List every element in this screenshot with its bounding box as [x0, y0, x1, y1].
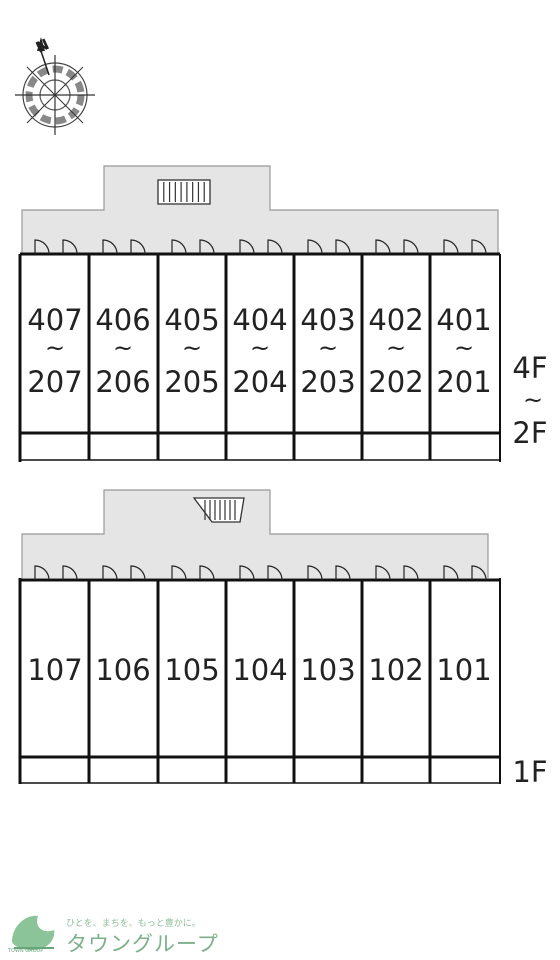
brand-name: タウングループ [66, 932, 219, 956]
unit-number-upper: 401 [436, 303, 491, 337]
unit-number-upper: 407 [27, 303, 82, 337]
door-swing-icon [267, 565, 283, 581]
door-swing-icon [375, 239, 391, 255]
brand-logo-icon [12, 915, 55, 951]
door-swing-icon [102, 565, 118, 581]
floor-label-4f: 4F [512, 351, 547, 385]
first-floor-block: 107 106 105 104 103 102 101 1F [18, 489, 548, 789]
door-swing-icon [62, 239, 78, 255]
compass-north-label: N [33, 35, 52, 57]
floor-label-2f: 2F [512, 416, 547, 450]
door-swing-icon [403, 239, 419, 255]
compass-rose-icon [15, 37, 95, 135]
unit-number-upper: 403 [300, 303, 355, 337]
unit-range-separator: ~ [182, 334, 202, 362]
door-swing-icon [34, 239, 50, 255]
unit-number: 107 [27, 653, 82, 687]
door-swing-icon [62, 565, 78, 581]
door-swing-icon [471, 565, 487, 581]
unit-number: 103 [300, 653, 355, 687]
door-swing-icon [130, 239, 146, 255]
unit-range-separator: ~ [318, 334, 338, 362]
door-swing-icon [267, 239, 283, 255]
door-swing-icon [335, 565, 351, 581]
unit-number: 101 [436, 653, 491, 687]
door-swing-icon [199, 565, 215, 581]
unit-number: 105 [164, 653, 219, 687]
brand-tagline: ひとを、まちを、もっと豊かに。 [66, 919, 201, 929]
unit-range-separator: ~ [113, 334, 133, 362]
door-swing-icon [375, 565, 391, 581]
door-swing-icon [443, 565, 459, 581]
door-swing-icon [34, 565, 50, 581]
unit-range-separator: ~ [250, 334, 270, 362]
door-swing-icon [403, 565, 419, 581]
stairs-icon [157, 179, 211, 205]
door-swing-icon [199, 239, 215, 255]
unit-number-upper: 406 [95, 303, 150, 337]
unit-number-upper: 402 [368, 303, 423, 337]
door-swing-icon [471, 239, 487, 255]
unit-number-upper: 405 [164, 303, 219, 337]
door-swing-icon [307, 239, 323, 255]
unit-number: 104 [232, 653, 287, 687]
floor-range-separator: ~ [523, 386, 543, 414]
door-swing-icon [239, 565, 255, 581]
unit-number-lower: 205 [164, 365, 219, 399]
stairs-icon [192, 497, 245, 523]
unit-number-lower: 202 [368, 365, 423, 399]
door-swing-icon [171, 239, 187, 255]
unit-number-lower: 207 [27, 365, 82, 399]
unit-number: 102 [368, 653, 423, 687]
unit-number: 106 [95, 653, 150, 687]
unit-number-lower: 206 [95, 365, 150, 399]
door-swing-icon [443, 239, 459, 255]
unit-range-separator: ~ [454, 334, 474, 362]
unit-range-separator: ~ [386, 334, 406, 362]
unit-number-lower: 203 [300, 365, 355, 399]
door-swing-icon [171, 565, 187, 581]
unit-number-lower: 201 [436, 365, 491, 399]
unit-number-lower: 204 [232, 365, 287, 399]
door-swing-icon [102, 239, 118, 255]
unit-range-separator: ~ [45, 334, 65, 362]
brand-small-label: TOWN GROUP [8, 948, 44, 954]
upper-floors-block: 407~207406~206405~205404~204403~203402~2… [18, 165, 548, 462]
door-swing-icon [307, 565, 323, 581]
door-swing-icon [130, 565, 146, 581]
floor-label-1f: 1F [512, 755, 547, 789]
unit-number-upper: 404 [232, 303, 287, 337]
door-swing-icon [335, 239, 351, 255]
door-swing-icon [239, 239, 255, 255]
